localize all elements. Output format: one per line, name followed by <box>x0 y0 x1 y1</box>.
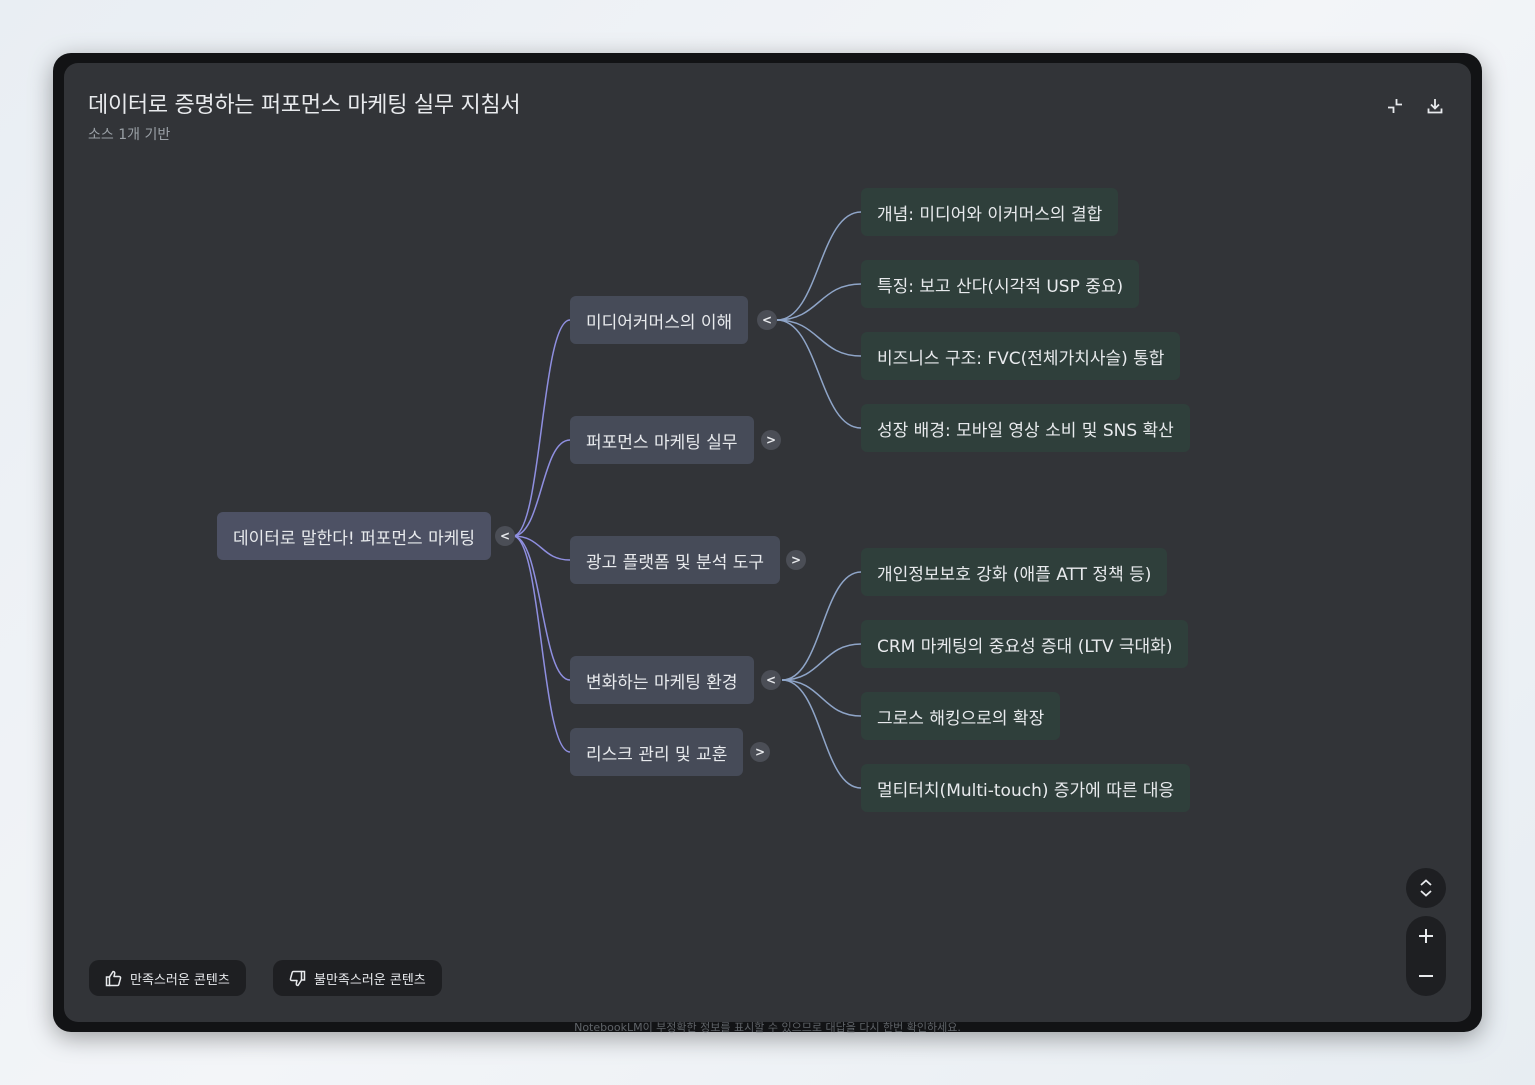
zoom-controls <box>1406 916 1446 996</box>
connector-branch1-leaf-3 <box>776 319 862 357</box>
leaf-node[interactable]: 비즈니스 구조: FVC(전체가치사슬) 통합 <box>861 332 1181 380</box>
connector-branch4-leaf-3 <box>781 679 862 717</box>
mindmap-panel: 데이터로 증명하는 퍼포먼스 마케팅 실무 지침서 소스 1개 기반 <box>64 63 1471 1022</box>
collapse-button[interactable] <box>1380 91 1410 121</box>
page-title: 데이터로 증명하는 퍼포먼스 마케팅 실무 지침서 <box>88 93 521 118</box>
branch-collapse-toggle[interactable]: < <box>761 670 781 690</box>
connector-branch4-leaf-4 <box>781 679 862 789</box>
zoom-out-button[interactable] <box>1406 956 1446 996</box>
connector-root-branch-5 <box>512 535 571 753</box>
collapse-icon <box>1388 99 1402 113</box>
root-node[interactable]: 데이터로 말한다! 퍼포먼스 마케팅 <box>217 512 491 560</box>
leaf-node[interactable]: 개인정보보호 강화 (애플 ATT 정책 등) <box>861 548 1168 596</box>
like-label: 만족스러운 콘텐츠 <box>130 972 230 988</box>
branch-expand-toggle[interactable]: > <box>761 430 781 450</box>
branch-expand-toggle[interactable]: > <box>750 742 770 762</box>
connector-branch1-leaf-4 <box>776 319 862 429</box>
root-collapse-toggle[interactable]: < <box>495 526 515 546</box>
plus-icon <box>1419 929 1433 943</box>
leaf-node[interactable]: 성장 배경: 모바일 영상 소비 및 SNS 확산 <box>861 404 1190 452</box>
connector-branch1-leaf-2 <box>776 283 862 321</box>
expand-all-button[interactable] <box>1406 868 1446 908</box>
branch-node-performance-marketing[interactable]: 퍼포먼스 마케팅 실무 <box>570 416 754 464</box>
connector-root-branch-1 <box>512 319 571 537</box>
unfold-icon <box>1420 879 1432 897</box>
branch-node-media-commerce[interactable]: 미디어커머스의 이해 <box>570 296 749 344</box>
leaf-node[interactable]: 개념: 미디어와 이커머스의 결합 <box>861 188 1119 236</box>
zoom-in-button[interactable] <box>1406 916 1446 956</box>
branch-node-risk-management[interactable]: 리스크 관리 및 교훈 <box>570 728 744 776</box>
dislike-label: 불만족스러운 콘텐츠 <box>314 972 426 988</box>
thumbs-up-icon <box>105 970 122 986</box>
connector-branch4-leaf-1 <box>781 571 862 681</box>
download-icon <box>1427 99 1443 114</box>
branch-node-changing-environment[interactable]: 변화하는 마케팅 환경 <box>570 656 754 704</box>
branch-collapse-toggle[interactable]: < <box>757 310 777 330</box>
dislike-button[interactable]: 불만족스러운 콘텐츠 <box>273 960 442 996</box>
connector-branch1-leaf-1 <box>776 211 862 321</box>
leaf-node[interactable]: 멀티터치(Multi-touch) 증가에 따른 대응 <box>861 764 1191 812</box>
connector-root-branch-2 <box>512 439 571 537</box>
leaf-node[interactable]: CRM 마케팅의 중요성 증대 (LTV 극대화) <box>861 620 1189 668</box>
connector-root-branch-3 <box>512 535 571 561</box>
branch-node-ad-platforms[interactable]: 광고 플랫폼 및 분석 도구 <box>570 536 781 584</box>
branch-expand-toggle[interactable]: > <box>786 550 806 570</box>
download-button[interactable] <box>1420 91 1450 121</box>
disclaimer-text: NotebookLM이 부정확한 정보를 표시할 수 있으므로 대답을 다시 한… <box>574 1021 961 1034</box>
connector-root-branch-4 <box>512 535 571 681</box>
connector-branch4-leaf-2 <box>781 643 862 681</box>
thumbs-down-icon <box>289 970 306 986</box>
minus-icon <box>1419 975 1433 977</box>
like-button[interactable]: 만족스러운 콘텐츠 <box>89 960 246 996</box>
leaf-node[interactable]: 그로스 해킹으로의 확장 <box>861 692 1061 740</box>
leaf-node[interactable]: 특징: 보고 산다(시각적 USP 중요) <box>861 260 1140 308</box>
source-count: 소스 1개 기반 <box>88 127 171 143</box>
